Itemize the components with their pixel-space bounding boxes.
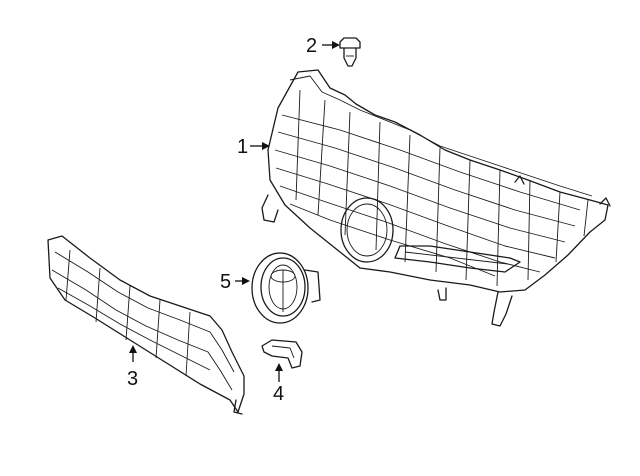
part-4-bracket [261,339,303,369]
part-5-emblem [251,252,321,324]
callout-5: 5 [220,271,231,293]
callout-1: 1 [237,136,248,158]
callout-4: 4 [273,383,284,405]
callout-2: 2 [306,35,317,57]
callout-arrows [129,41,340,382]
part-1-radiator-grille [261,69,611,327]
part-2-clip [339,37,361,67]
part-3-lower-grille [47,235,245,415]
callout-3: 3 [127,368,138,390]
